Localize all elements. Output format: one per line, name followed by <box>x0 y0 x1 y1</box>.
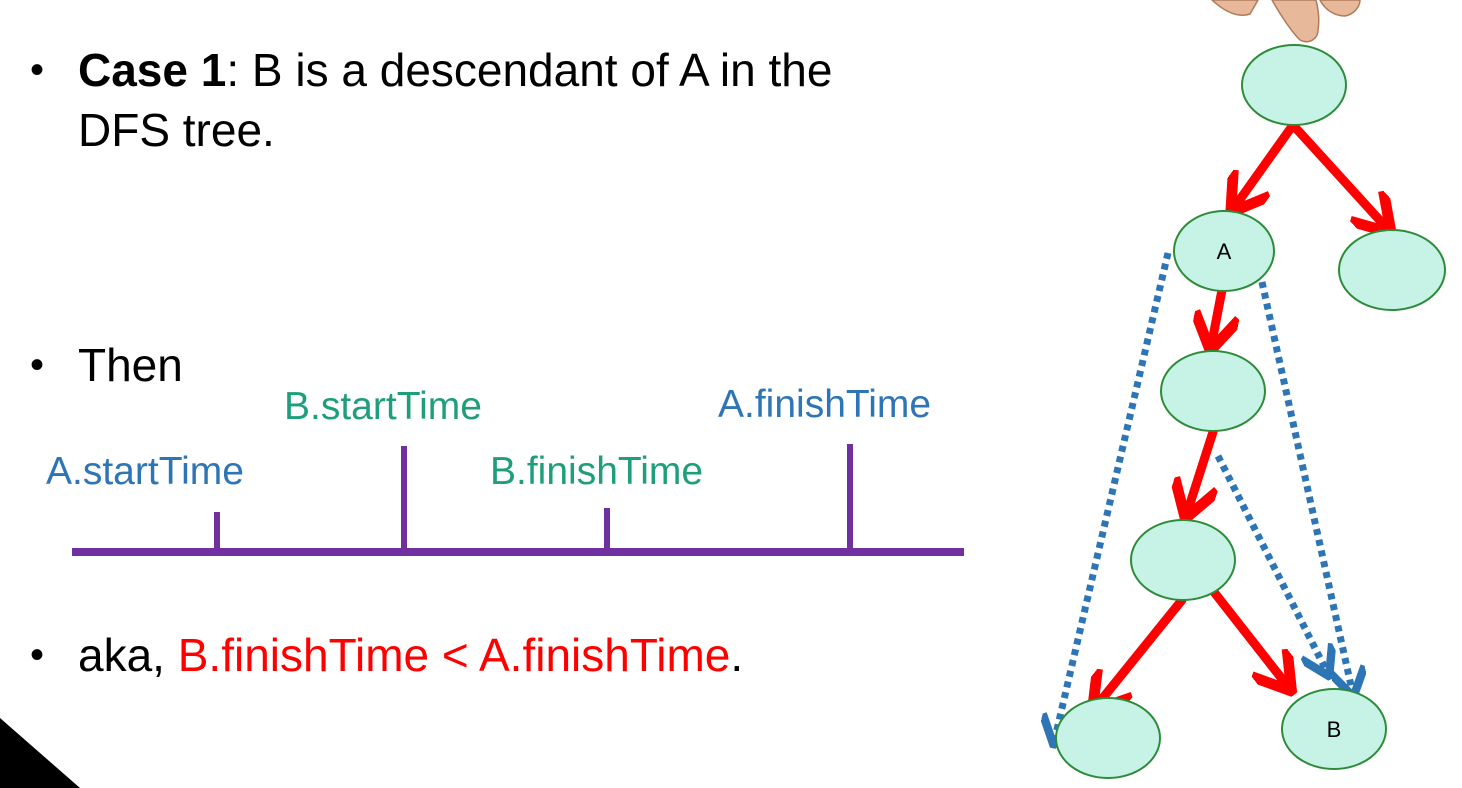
dotted-edge-mid-to-b <box>1214 454 1326 670</box>
bullet-then-text: Then <box>78 339 183 391</box>
tree-edge-root-right <box>1288 120 1385 226</box>
tree-edge-n2-b <box>1209 587 1286 684</box>
tree-nodes: A B <box>1055 44 1446 779</box>
corner-triangle <box>0 718 80 788</box>
bullet-then: • Then <box>30 335 183 395</box>
tree-edge-a-n1 <box>1212 285 1222 342</box>
node-b <box>1281 688 1387 770</box>
node-right-child <box>1338 229 1446 311</box>
case-1-line2: DFS tree. <box>78 104 275 156</box>
tree-edge-n1-n2 <box>1188 427 1213 510</box>
node-leaf-left <box>1055 697 1161 779</box>
aka-suffix: . <box>730 629 744 681</box>
bullet-case-1: • Case 1: B is a descendant of A in the … <box>30 40 832 160</box>
node-root <box>1241 44 1347 126</box>
timeline-graphic <box>72 444 964 556</box>
label-b-finish: B.finishTime <box>490 450 704 493</box>
label-a-start: A.startTime <box>46 450 244 493</box>
node-b-label: B <box>1327 717 1342 742</box>
dotted-edges <box>1055 252 1352 738</box>
node-level-3 <box>1130 519 1236 601</box>
label-b-start: B.startTime <box>284 385 482 428</box>
case-1-bold: Case 1 <box>78 44 227 96</box>
hand-icon <box>1210 0 1361 43</box>
tree-edge-n2-leaf <box>1098 595 1187 704</box>
node-level-2 <box>1160 350 1266 432</box>
dotted-edge-a-to-b <box>1258 281 1352 690</box>
aka-prefix: aka, <box>78 629 178 681</box>
tree-edges <box>1098 120 1385 704</box>
bullet-case-1-text: Case 1: B is a descendant of A in the DF… <box>78 40 832 160</box>
aka-highlight: B.finishTime < A.finishTime <box>177 629 731 681</box>
bullet-dot: • <box>30 48 45 92</box>
bullet-dot: • <box>30 633 45 677</box>
tree-edge-root-a <box>1236 120 1298 205</box>
bullet-aka: • aka, B.finishTime < A.finishTime. <box>30 625 743 685</box>
node-a-label: A <box>1217 239 1232 264</box>
bullet-aka-text: aka, B.finishTime < A.finishTime. <box>78 625 743 685</box>
node-a <box>1173 210 1275 292</box>
label-a-finish: A.finishTime <box>718 383 932 426</box>
dotted-edge-a-to-leaf <box>1055 252 1172 738</box>
bullet-dot: • <box>30 343 45 387</box>
case-1-rest: : B is a descendant of A in the <box>226 44 833 96</box>
